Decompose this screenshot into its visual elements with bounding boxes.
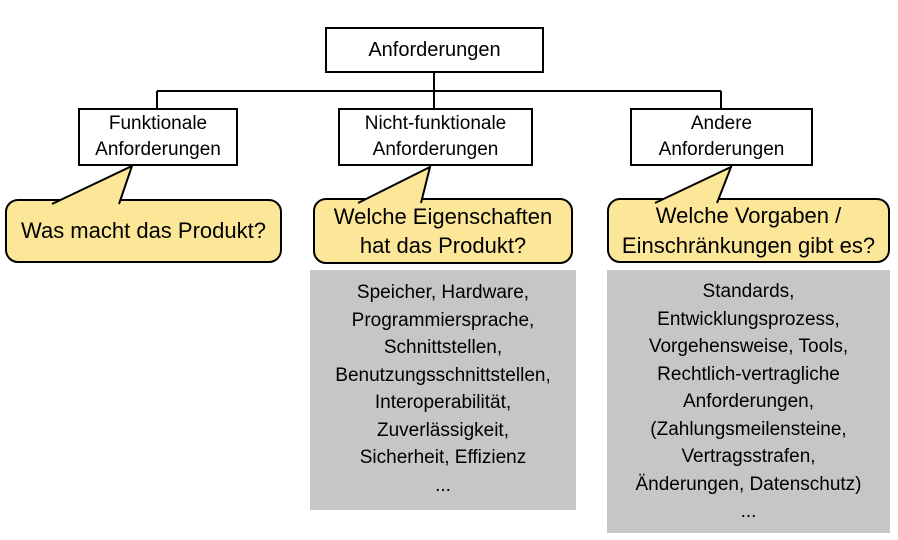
node-anforderungen: Anforderungen <box>325 27 544 73</box>
detail-line: Standards, <box>702 281 795 302</box>
detail-line: Vertragsstrafen, <box>681 446 816 467</box>
callout-andere: Welche Vorgaben / Einschränkungen gibt e… <box>607 198 890 263</box>
detail-box-nicht-funktionale: Speicher, Hardware, Programmiersprache, … <box>310 270 576 510</box>
detail-line: Vorgehensweise, Tools, <box>648 336 849 357</box>
detail-line: Schnittstellen, <box>383 337 503 358</box>
detail-box-andere: Standards, Entwicklungsprozess, Vorgehen… <box>607 270 890 533</box>
callout-nicht-funktionale: Welche Eigenschaften hat das Produkt? <box>313 198 573 264</box>
detail-line: Entwicklungsprozess, <box>657 308 840 330</box>
detail-line: Anforderungen, <box>683 391 814 412</box>
detail-line: (Zahlungsmeilensteine, <box>650 418 847 440</box>
detail-line: Speicher, Hardware, <box>356 282 530 303</box>
node-andere-anforderungen: Andere Anforderungen <box>630 108 813 166</box>
callout-funktionale: Was macht das Produkt? <box>5 199 282 263</box>
detail-line: ... <box>435 474 451 496</box>
node-funktionale-anforderungen: Funktionale Anforderungen <box>78 108 238 166</box>
detail-line: Programmiersprache, <box>351 309 535 331</box>
node-nicht-funktionale-anforderungen: Nicht-funktionale Anforderungen <box>338 108 533 166</box>
detail-line: Sicherheit, Effizienz <box>359 447 527 468</box>
detail-line: ... <box>740 501 757 522</box>
detail-line: Interoperabilität, <box>374 392 512 413</box>
detail-line: Änderungen, Datenschutz) <box>635 473 862 495</box>
detail-line: Rechtlich-vertragliche <box>657 363 840 385</box>
detail-line: Benutzungsschnittstellen, <box>335 364 551 386</box>
detail-line: Zuverlässigkeit, <box>377 419 509 441</box>
